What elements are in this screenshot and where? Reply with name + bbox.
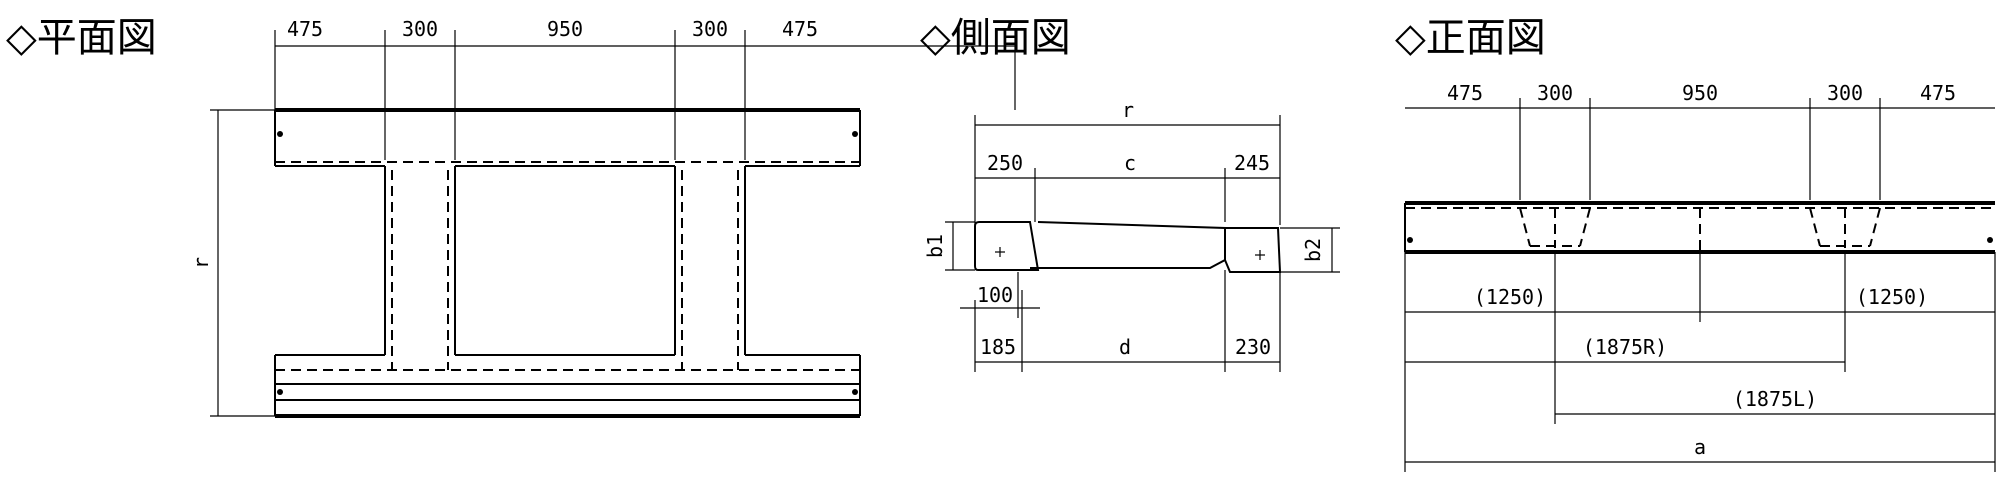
front-1875l-dimension: (1875L) xyxy=(1554,252,1995,424)
side-100-dimension: 100 xyxy=(960,272,1040,318)
front-dim-300-left: 300 xyxy=(1537,81,1573,105)
side-dim-c: c xyxy=(1124,151,1136,175)
plan-view: 475 300 950 300 475 r xyxy=(189,17,1016,418)
plan-dim-475-right: 475 xyxy=(782,17,818,41)
side-dim-d: d xyxy=(1119,335,1131,359)
front-dim-a: a xyxy=(1694,435,1706,459)
front-dim-475-left: 475 xyxy=(1447,81,1483,105)
plan-dim-950: 950 xyxy=(547,17,583,41)
plan-stringer-right xyxy=(674,166,746,370)
plan-bottom-deck-board xyxy=(274,354,861,418)
front-1875r-dimension: (1875R) xyxy=(1405,252,1846,372)
plan-left-dimension: r xyxy=(189,109,275,417)
front-top-dimension-chain: 475 300 950 300 475 xyxy=(1405,81,1995,200)
side-dim-b2: b2 xyxy=(1301,238,1325,262)
side-upper-dimension-chain: 250 c 245 xyxy=(975,151,1280,222)
plan-dim-475-left: 475 xyxy=(287,17,323,41)
side-dim-250: 250 xyxy=(987,151,1023,175)
front-dim-1875l: (1875L) xyxy=(1733,387,1817,411)
side-lower-dimension-chain: 185 d 230 xyxy=(974,270,1281,372)
side-dim-230: 230 xyxy=(1235,335,1271,359)
side-dim-100: 100 xyxy=(977,283,1013,307)
side-dim-185: 185 xyxy=(980,335,1016,359)
plan-top-deck-board xyxy=(274,108,861,167)
front-dim-475-right: 475 xyxy=(1920,81,1956,105)
front-pallet-body xyxy=(1404,201,1995,254)
plan-dim-300-right: 300 xyxy=(692,17,728,41)
side-view-title: ◇側面図 xyxy=(920,15,1071,61)
front-dim-950: 950 xyxy=(1682,81,1718,105)
side-view: r 250 c 245 b1 xyxy=(923,98,1340,372)
side-overall-dimension: r xyxy=(974,98,1281,225)
plan-top-dimension-chain: 475 300 950 300 475 xyxy=(274,17,1016,160)
side-b1-dimension: b1 xyxy=(923,221,975,271)
front-view-title: ◇正面図 xyxy=(1395,15,1546,61)
side-dim-b1: b1 xyxy=(923,234,947,258)
plan-stringer-left xyxy=(384,166,456,370)
plan-dim-r: r xyxy=(189,257,213,269)
front-dim-1250-left: (1250) xyxy=(1474,285,1546,309)
plan-dim-300-left: 300 xyxy=(402,17,438,41)
front-overall-dimension: a xyxy=(1404,252,1996,472)
front-dim-300-right: 300 xyxy=(1827,81,1863,105)
side-b2-dimension: b2 xyxy=(1280,227,1340,273)
side-profile xyxy=(974,221,1282,273)
front-1250-dimensions: (1250) (1250) xyxy=(1405,252,1995,322)
front-dim-1250-right: (1250) xyxy=(1856,285,1928,309)
front-view: 475 300 950 300 475 ( xyxy=(1404,81,1996,472)
side-dim-245: 245 xyxy=(1234,151,1270,175)
plan-view-title: ◇平面図 xyxy=(6,15,157,61)
front-dim-1875r: (1875R) xyxy=(1583,335,1667,359)
side-dim-r: r xyxy=(1122,98,1134,122)
